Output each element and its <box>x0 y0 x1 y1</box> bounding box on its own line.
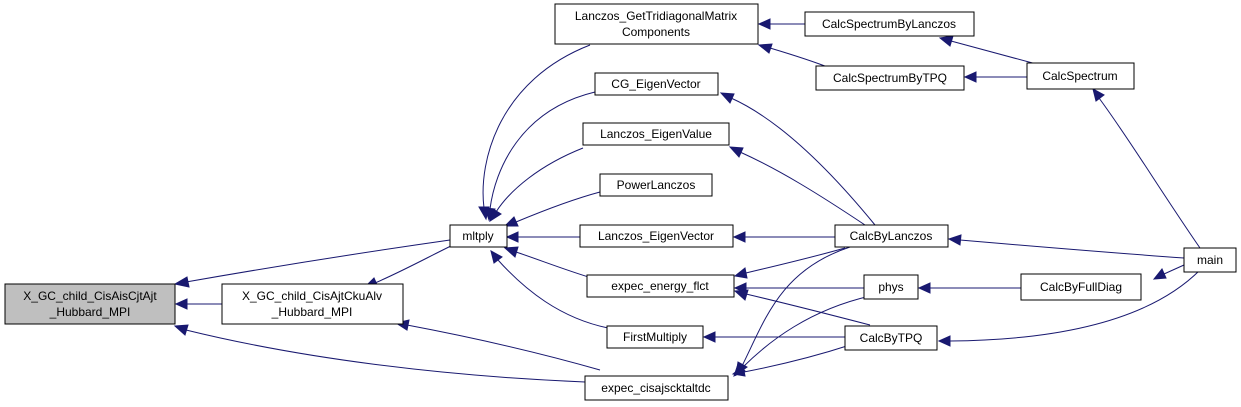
edge-bylan-to-cgeig <box>730 97 876 226</box>
arrowhead-icon <box>702 331 716 343</box>
arrowhead-icon <box>505 231 519 243</box>
edge-main-to-bytpq <box>949 269 1201 342</box>
edge-phys-to-expcis <box>741 295 871 369</box>
node-label: Lanczos_GetTridiagonalMatrix <box>575 9 737 23</box>
arrowhead-icon <box>757 43 773 54</box>
node-x-gc-child-cisajtckualv-hubbard-mpi[interactable]: X_GC_child_CisAjtCkuAlv _Hubbard_MPI <box>221 283 404 325</box>
arrowhead-icon <box>728 146 744 158</box>
node-label: Components <box>622 25 690 39</box>
node-calcspectrumbytpq[interactable]: CalcSpectrumByTPQ <box>815 65 965 91</box>
arrowhead-icon <box>1092 88 1105 102</box>
node-firstmultiply[interactable]: FirstMultiply <box>606 325 704 349</box>
edge-powlan-to-mltply <box>515 191 601 223</box>
arrowhead-icon <box>503 216 519 227</box>
edge-bylan-to-lanval <box>739 151 866 226</box>
edge-mltply-to-ajtcku <box>374 243 456 284</box>
arrowhead-icon <box>938 35 954 47</box>
node-expec-energy-flct[interactable]: expec_energy_flct <box>586 274 735 298</box>
edge-bytpq-to-expen <box>745 293 871 326</box>
node-label: X_GC_child_CisAisCjtAjt <box>23 289 157 303</box>
arrowhead-icon <box>917 282 931 294</box>
node-label: X_GC_child_CisAjtCkuAlv <box>242 289 382 303</box>
edge-bytpq-to-expcis <box>743 344 851 373</box>
node-lanczos-eigenvector[interactable]: Lanczos_EigenVector <box>579 224 734 248</box>
node-label: CalcSpectrumByLanczos <box>822 17 956 31</box>
node-lanczos-eigenvalue[interactable]: Lanczos_EigenValue <box>582 122 730 146</box>
node-label: CalcSpectrumByTPQ <box>833 71 947 85</box>
node-label: mltply <box>462 229 493 243</box>
node-label: Lanczos_EigenVector <box>598 229 714 243</box>
node-label: CalcByTPQ <box>860 331 923 345</box>
node-powerlanczos[interactable]: PowerLanczos <box>599 173 713 197</box>
node-calcspectrum[interactable]: CalcSpectrum <box>1026 62 1135 90</box>
node-mltply[interactable]: mltply <box>449 224 508 248</box>
node-expec-cisajscktaltdc[interactable]: expec_cisajscktaltdc <box>584 375 729 401</box>
call-graph-edges <box>173 18 1201 383</box>
arrowhead-icon <box>174 298 188 310</box>
arrowhead-icon <box>490 250 503 264</box>
edge-main-to-byfull <box>1163 264 1185 275</box>
edge-main-to-bylan <box>959 239 1185 259</box>
edge-expcis-to-root <box>185 329 586 383</box>
call-graph-nodes: X_GC_child_CisAisCjtAjt _Hubbard_MPI X_G… <box>4 3 1237 401</box>
node-label: main <box>1197 253 1223 267</box>
edge-expcis-to-ajtcku <box>406 324 601 371</box>
edge-spectpq-to-gettri <box>769 47 831 69</box>
node-calcbyfulldiag[interactable]: CalcByFullDiag <box>1020 273 1142 301</box>
arrowhead-icon <box>963 71 977 83</box>
edge-main-to-spec <box>1098 97 1201 249</box>
edge-bylan-to-expen <box>745 247 846 274</box>
edge-gettri-to-mltply <box>482 44 591 209</box>
edge-bylan-to-expcis <box>741 246 851 367</box>
node-phys[interactable]: phys <box>863 274 919 300</box>
node-x-gc-child-cisaiscjtajt-hubbard-mpi[interactable]: X_GC_child_CisAisCjtAjt _Hubbard_MPI <box>4 283 176 325</box>
node-cg-eigenvector[interactable]: CG_EigenVector <box>594 72 719 96</box>
arrowhead-icon <box>1152 268 1167 280</box>
node-label: Lanczos_EigenValue <box>600 127 712 141</box>
arrowhead-icon <box>757 18 771 30</box>
node-label: FirstMultiply <box>623 330 687 344</box>
arrowhead-icon <box>489 208 502 223</box>
node-calcspectrumbylanczos[interactable]: CalcSpectrumByLanczos <box>804 11 975 37</box>
edge-lanval-to-mltply <box>495 147 584 213</box>
node-calcbytpq[interactable]: CalcByTPQ <box>844 325 938 351</box>
arrowhead-icon <box>173 324 189 336</box>
edge-mltply-to-root <box>185 239 451 283</box>
node-label: expec_energy_flct <box>611 279 709 293</box>
arrowhead-icon <box>733 289 749 301</box>
node-label: PowerLanczos <box>617 178 696 192</box>
arrowhead-icon <box>173 276 190 288</box>
node-label: phys <box>878 280 903 294</box>
arrowhead-icon <box>732 231 746 243</box>
arrowhead-icon <box>947 234 962 246</box>
arrowhead-icon <box>731 365 746 377</box>
node-main[interactable]: main <box>1183 247 1237 273</box>
node-label: CalcByLanczos <box>850 229 933 243</box>
arrowhead-icon <box>937 335 951 347</box>
edge-cgeig-to-mltply <box>489 91 596 210</box>
node-label: CG_EigenVector <box>611 77 700 91</box>
node-label: expec_cisajscktaltdc <box>601 381 710 395</box>
edge-spec-to-speclan <box>950 40 1041 66</box>
node-label: _Hubbard_MPI <box>271 305 353 319</box>
arrowhead-icon <box>503 246 519 258</box>
node-lanczos-gettridiagonalmatrix-components[interactable]: Lanczos_GetTridiagonalMatrix Components <box>554 3 759 45</box>
node-label: CalcByFullDiag <box>1040 280 1122 294</box>
node-label: _Hubbard_MPI <box>49 305 131 319</box>
node-label: CalcSpectrum <box>1042 69 1117 83</box>
edge-expen-to-mltply <box>515 251 596 280</box>
edge-firstmul-to-mltply <box>497 259 609 329</box>
arrowhead-icon <box>719 92 735 104</box>
node-calcbylanczos[interactable]: CalcByLanczos <box>834 224 949 248</box>
arrowhead-icon <box>733 267 748 279</box>
